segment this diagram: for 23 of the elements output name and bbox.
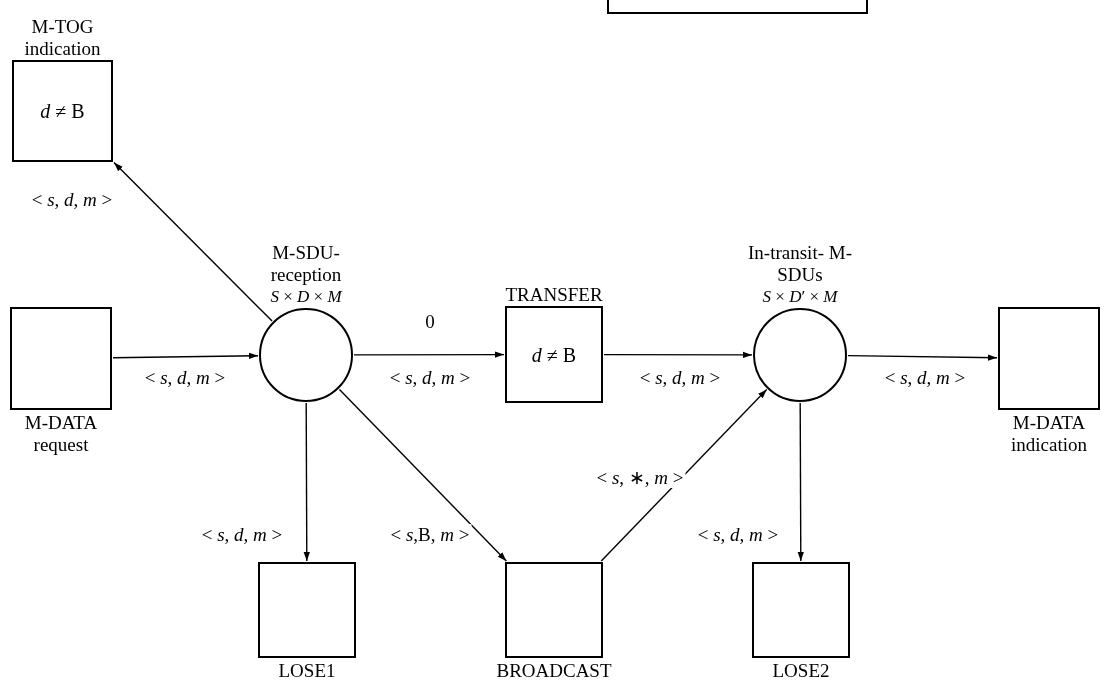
place-name: M-SDU- reception [269, 242, 343, 286]
arrow [113, 161, 273, 322]
place-name: In-transit- M-SDUs [747, 242, 853, 286]
arrow [112, 352, 259, 359]
arrow [603, 351, 753, 359]
guard-label: d ≠ B [40, 100, 85, 122]
transition-name: M-DATA request [23, 412, 99, 456]
arrow [353, 351, 505, 358]
place-name: M-TOG indication [23, 16, 102, 60]
color-set-label: S × D × M [270, 286, 342, 308]
arrow [338, 388, 508, 562]
transition-name: BROADCAST [496, 660, 612, 682]
arrow [600, 388, 768, 562]
arrow [847, 354, 998, 361]
edge-label: < s,B, m > [388, 524, 472, 545]
color-set-label: S × D′ × M [762, 286, 838, 308]
transition-name: LOSE2 [772, 660, 830, 682]
guard-label: d ≠ B [531, 343, 577, 366]
arrow [303, 402, 310, 562]
arrow [797, 402, 804, 562]
transition-name: M-DATA indication [1010, 412, 1088, 456]
place-name: TRANSFER [505, 284, 603, 306]
transition-name: LOSE1 [278, 660, 336, 682]
